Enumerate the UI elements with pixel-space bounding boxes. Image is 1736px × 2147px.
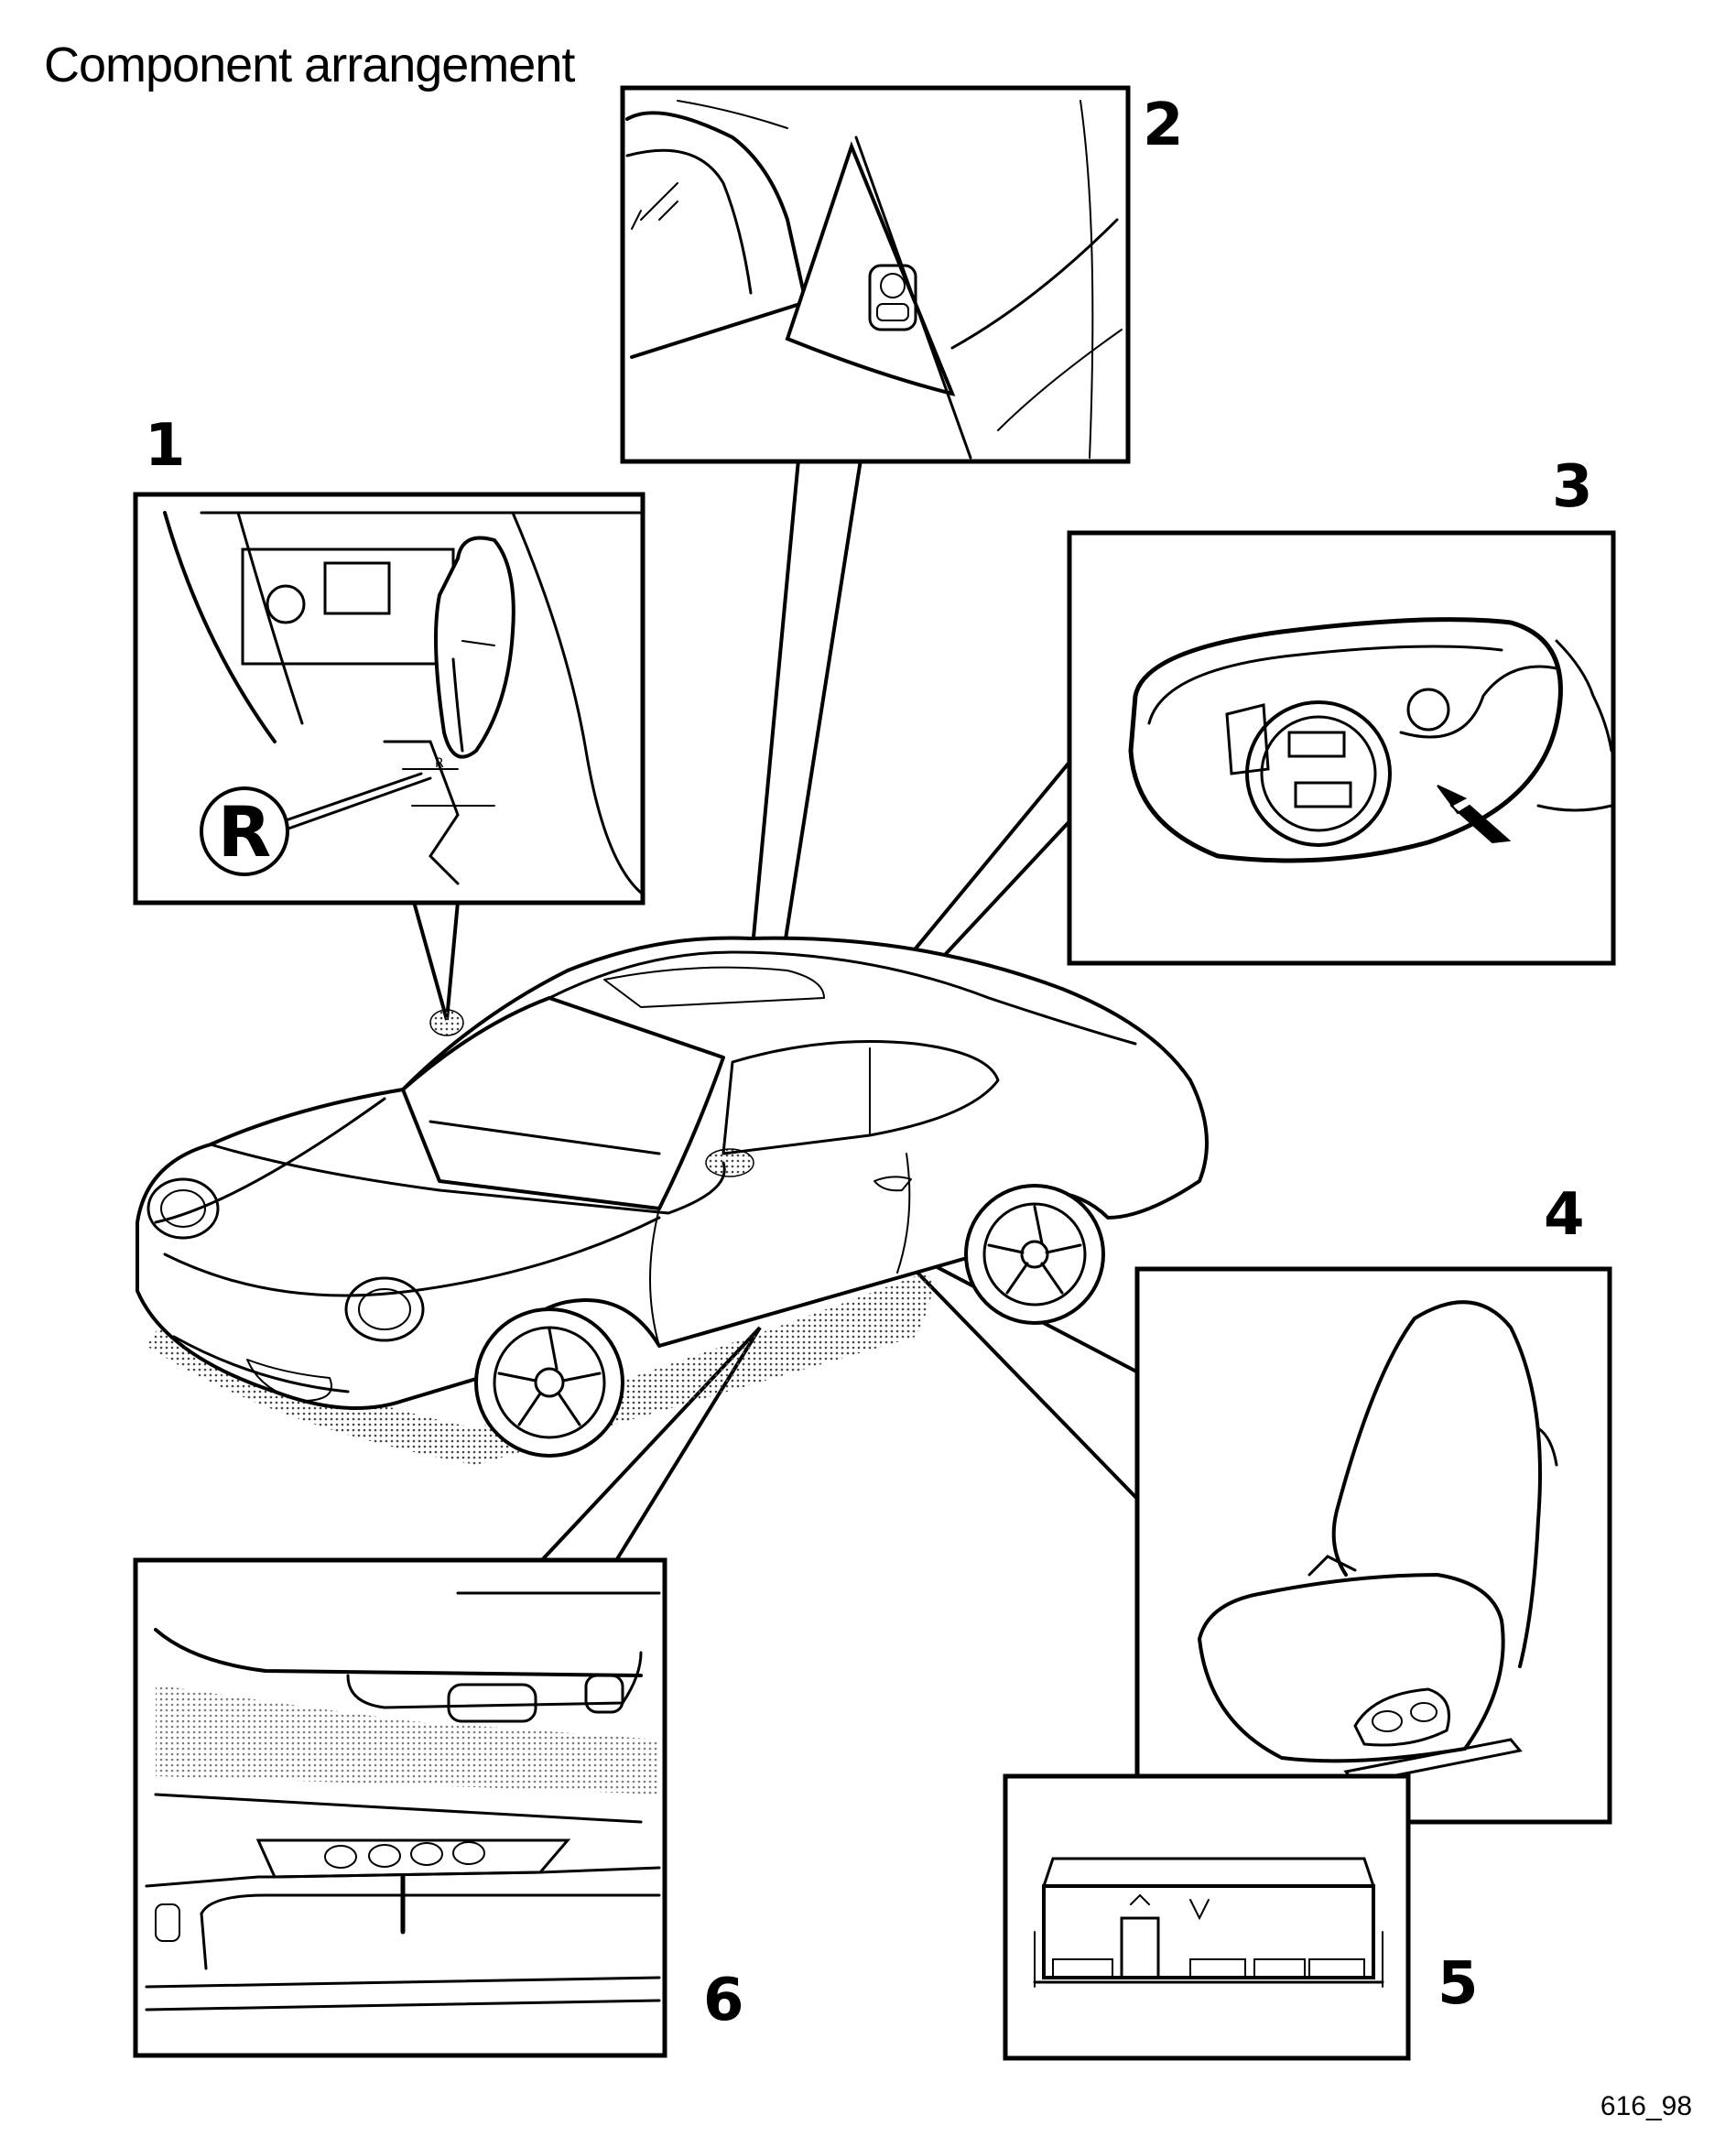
mirror-switch — [868, 264, 917, 331]
rear-wheel — [964, 1184, 1105, 1325]
seat-backrest — [1413, 1300, 1542, 1668]
seat-cushion — [1197, 1572, 1505, 1763]
callout-5: 5 — [1438, 1950, 1479, 2018]
inset-2-mirror-switch — [620, 85, 1131, 464]
door-line — [649, 1208, 660, 1347]
arrow-icon — [1437, 785, 1512, 844]
ground-shadow — [146, 1273, 932, 1465]
seat-switch-panel — [1353, 1687, 1450, 1747]
callout-1: 1 — [145, 412, 186, 480]
callout-3: 3 — [1552, 453, 1593, 521]
marker-shift-selector — [429, 1009, 464, 1036]
car-hood — [209, 1143, 726, 1215]
inset-5-control-unit — [1003, 1773, 1411, 2061]
inset-6-door-sill — [133, 1557, 667, 2058]
gate-mark: R — [435, 756, 444, 771]
car-illustration — [136, 936, 1209, 1465]
selector-r-circle — [200, 786, 289, 876]
inset-1-gear-selector: R R — [133, 492, 646, 905]
inset-4-seat — [1134, 1266, 1612, 1825]
strip-button-4 — [452, 1841, 485, 1865]
shift-gate — [383, 740, 460, 885]
callout-4: 4 — [1544, 1181, 1585, 1249]
inset-3-mirror-housing — [1067, 530, 1616, 966]
stipple-area — [156, 1685, 659, 1795]
marker-mirror — [705, 1148, 754, 1177]
callout-2: 2 — [1143, 92, 1184, 159]
a-pillar — [785, 141, 956, 396]
strip-button-1 — [324, 1845, 357, 1869]
windshield — [401, 996, 725, 1210]
figure-code: 616_98 — [1600, 2091, 1692, 2121]
mirror-motor — [1245, 700, 1392, 847]
sill-switch — [447, 1683, 537, 1723]
headlight-right — [344, 1276, 425, 1342]
leader-line-1 — [412, 901, 449, 1021]
door-handle — [873, 1176, 912, 1192]
strip-button-3 — [410, 1842, 443, 1866]
gear-lever — [434, 536, 515, 759]
headlight-left — [146, 1177, 220, 1240]
side-window — [722, 1040, 1000, 1155]
page-title: Component arrangement — [44, 38, 575, 92]
sunroof — [603, 966, 825, 1008]
callout-6: 6 — [703, 1967, 744, 2034]
front-wheel — [474, 1307, 624, 1458]
strip-button-2 — [368, 1844, 401, 1868]
selector-r-label: R — [218, 791, 272, 873]
